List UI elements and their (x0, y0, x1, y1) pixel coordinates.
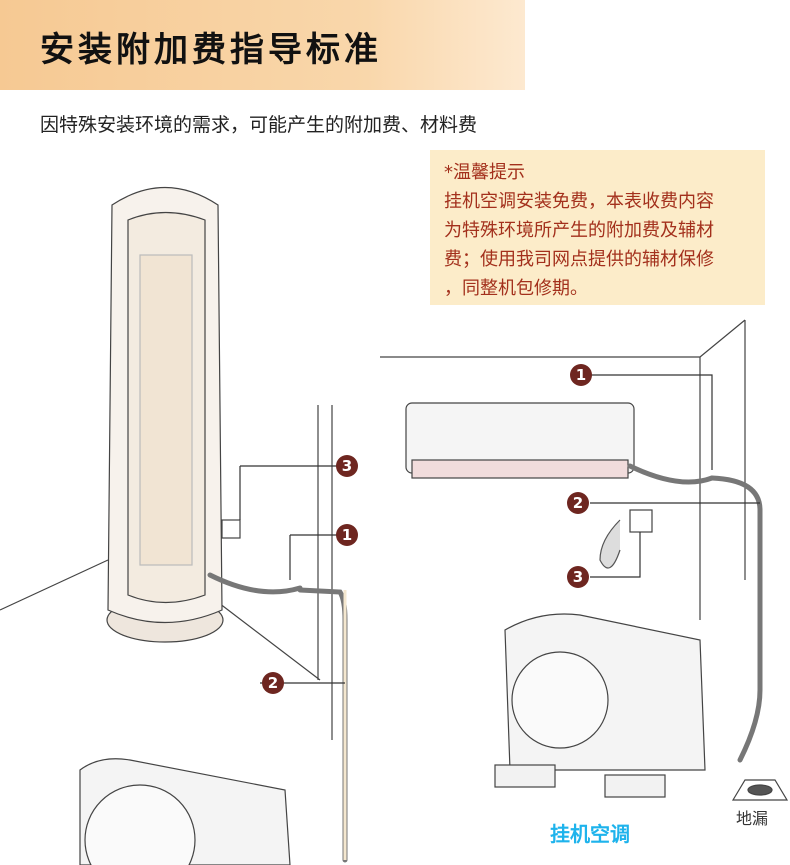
left-outdoor-unit-icon (79, 758, 291, 865)
marker-1: 1 (570, 364, 592, 386)
wall-unit-caption: 挂机空调 (550, 822, 630, 846)
tip-line: 费；使用我司网点提供的辅材保修 (444, 249, 714, 270)
tip-heading: *温馨提示 (444, 162, 525, 183)
marker-3: 3 (567, 566, 589, 588)
title-band (0, 0, 525, 90)
tip-line: 为特殊环境所产生的附加费及辅材 (444, 220, 714, 241)
marker-3: 3 (336, 455, 358, 477)
floor-drain-icon (731, 779, 789, 801)
right-room-walls (380, 319, 746, 620)
page-title: 安装附加费指导标准 (40, 30, 382, 70)
page-subtitle: 因特殊安装环境的需求，可能产生的附加费、材料费 (40, 114, 478, 136)
tip-line: 挂机空调安装免费，本表收费内容 (444, 191, 714, 212)
floor-drain-label: 地漏 (736, 809, 769, 828)
marker-2: 2 (262, 672, 284, 694)
floor-standing-ac-icon (106, 187, 224, 643)
right-outdoor-unit-icon (494, 613, 706, 798)
left-room-walls (0, 405, 333, 740)
tip-line: ，同整机包修期。 (444, 278, 588, 299)
tip-box: *温馨提示 挂机空调安装免费，本表收费内容 为特殊环境所产生的附加费及辅材 费；… (430, 150, 765, 305)
marker-2: 2 (567, 492, 589, 514)
wall-ac-unit-icon (405, 402, 635, 479)
marker-1: 1 (336, 524, 358, 546)
